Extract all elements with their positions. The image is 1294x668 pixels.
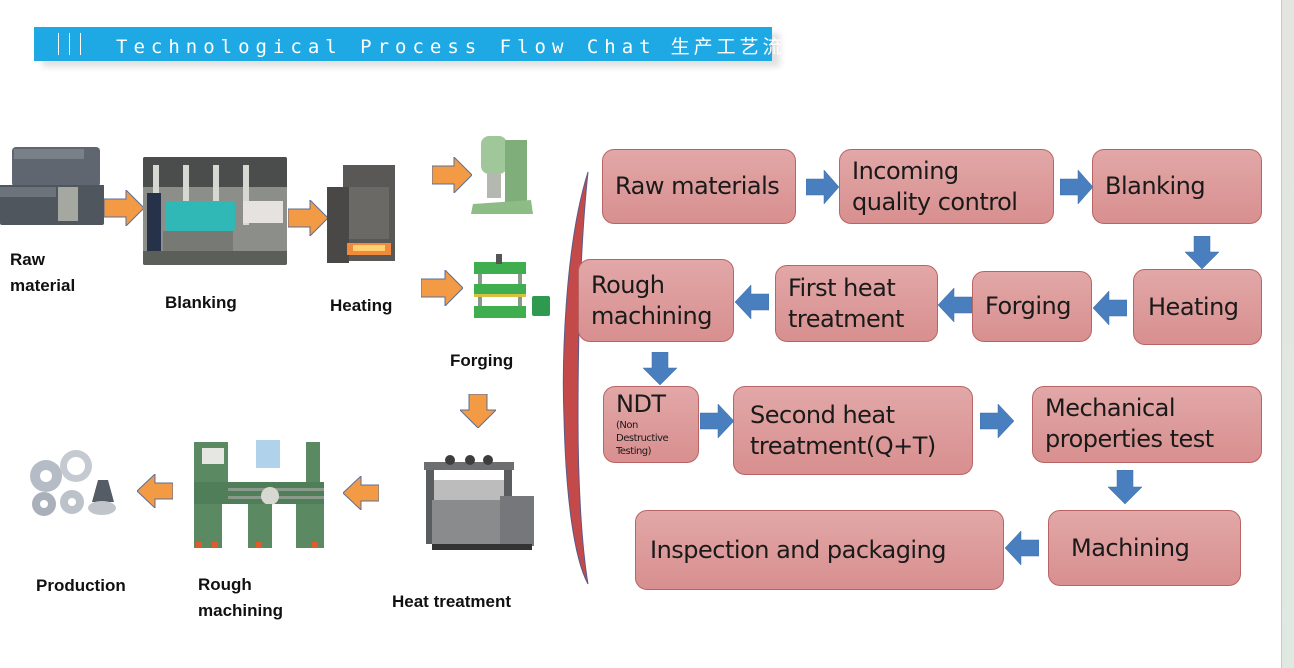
box-text: Raw materials	[615, 172, 780, 200]
arrow-left-icon	[137, 474, 173, 508]
forging-press-image	[474, 254, 550, 318]
heat-treatment-furnace-image	[424, 455, 534, 550]
box-text: Forging	[985, 292, 1071, 320]
window-edge	[1281, 0, 1294, 668]
box-subline: (Non	[616, 420, 638, 431]
arrow-right-icon	[288, 200, 328, 236]
box-line: treatment(Q+T)	[750, 431, 936, 460]
arrow-down-icon	[1185, 236, 1219, 269]
label-raw-material: Raw material	[10, 247, 75, 299]
box-line: treatment	[788, 304, 904, 333]
process-box-blanking: Blanking	[1092, 149, 1262, 224]
raw-material-image	[0, 147, 104, 225]
label-production: Production	[36, 576, 126, 595]
arrow-right-icon	[421, 270, 463, 306]
title-chinese: 生产工艺流程	[670, 36, 809, 58]
box-subline: Destructive	[616, 433, 669, 444]
arrow-right-icon	[104, 190, 144, 226]
arrow-left-icon	[1093, 291, 1127, 325]
arrow-right-icon	[980, 404, 1014, 438]
label-line: material	[10, 276, 76, 295]
label-forging: Forging	[450, 351, 514, 370]
arrow-left-icon	[735, 285, 769, 319]
process-box-machining: Machining	[1048, 510, 1241, 586]
box-subline: Testing)	[616, 446, 652, 457]
arrow-right-icon	[432, 157, 472, 193]
arrow-left-icon	[938, 288, 972, 322]
left-bracket-decoration	[562, 171, 589, 585]
box-line: quality control	[852, 187, 1018, 216]
arrow-down-icon	[643, 352, 677, 385]
arrow-right-icon	[700, 404, 734, 438]
arrow-down-icon	[460, 394, 496, 428]
box-text: Blanking	[1105, 172, 1206, 200]
process-box-raw-materials: Raw materials	[602, 149, 796, 224]
flanges-product-image	[30, 450, 116, 516]
box-line: properties test	[1045, 425, 1214, 453]
box-text: Inspection and packaging	[650, 535, 947, 564]
box-text: Mechanical properties test	[1045, 393, 1214, 455]
arrow-right-icon	[1060, 170, 1093, 204]
box-line: Second heat	[750, 400, 895, 429]
process-box-heating: Heating	[1133, 269, 1262, 345]
process-box-ndt: NDT (Non Destructive Testing)	[603, 386, 699, 463]
label-heating: Heating	[330, 296, 393, 315]
title-bars-decoration	[58, 33, 91, 55]
box-line: machining	[591, 301, 712, 330]
label-line: machining	[198, 601, 284, 620]
box-line: First heat	[788, 273, 896, 302]
box-line: Rough	[591, 270, 665, 299]
label-rough-machining: Rough machining	[198, 572, 283, 624]
arrow-right-icon	[806, 170, 839, 204]
arrow-down-icon	[1108, 470, 1142, 504]
process-box-inspection-packaging: Inspection and packaging	[635, 510, 1004, 590]
label-line: Raw	[10, 250, 45, 269]
box-text: NDT (Non Destructive Testing)	[616, 389, 669, 458]
blanking-image	[143, 157, 287, 265]
label-heat-treatment: Heat treatment	[392, 592, 512, 611]
box-line: Mechanical	[1045, 394, 1176, 422]
box-text: Heating	[1148, 292, 1239, 321]
heating-furnace-image	[327, 165, 395, 263]
title-english: Technological Process Flow Chat	[116, 36, 657, 58]
forging-hammer-image	[471, 136, 533, 214]
label-blanking: Blanking	[165, 293, 237, 312]
lathe-machine-image	[194, 440, 324, 548]
page-title: Technological Process Flow Chat 生产工艺流程	[116, 32, 809, 59]
process-box-mechanical-test: Mechanical properties test	[1032, 386, 1262, 463]
box-text: Machining	[1071, 533, 1190, 562]
arrow-left-icon	[343, 476, 379, 510]
label-line: Rough	[198, 575, 252, 594]
box-line: NDT	[616, 390, 666, 418]
process-box-forging: Forging	[972, 271, 1092, 342]
arrow-left-icon	[1005, 531, 1039, 565]
box-line: Incoming	[852, 156, 959, 185]
